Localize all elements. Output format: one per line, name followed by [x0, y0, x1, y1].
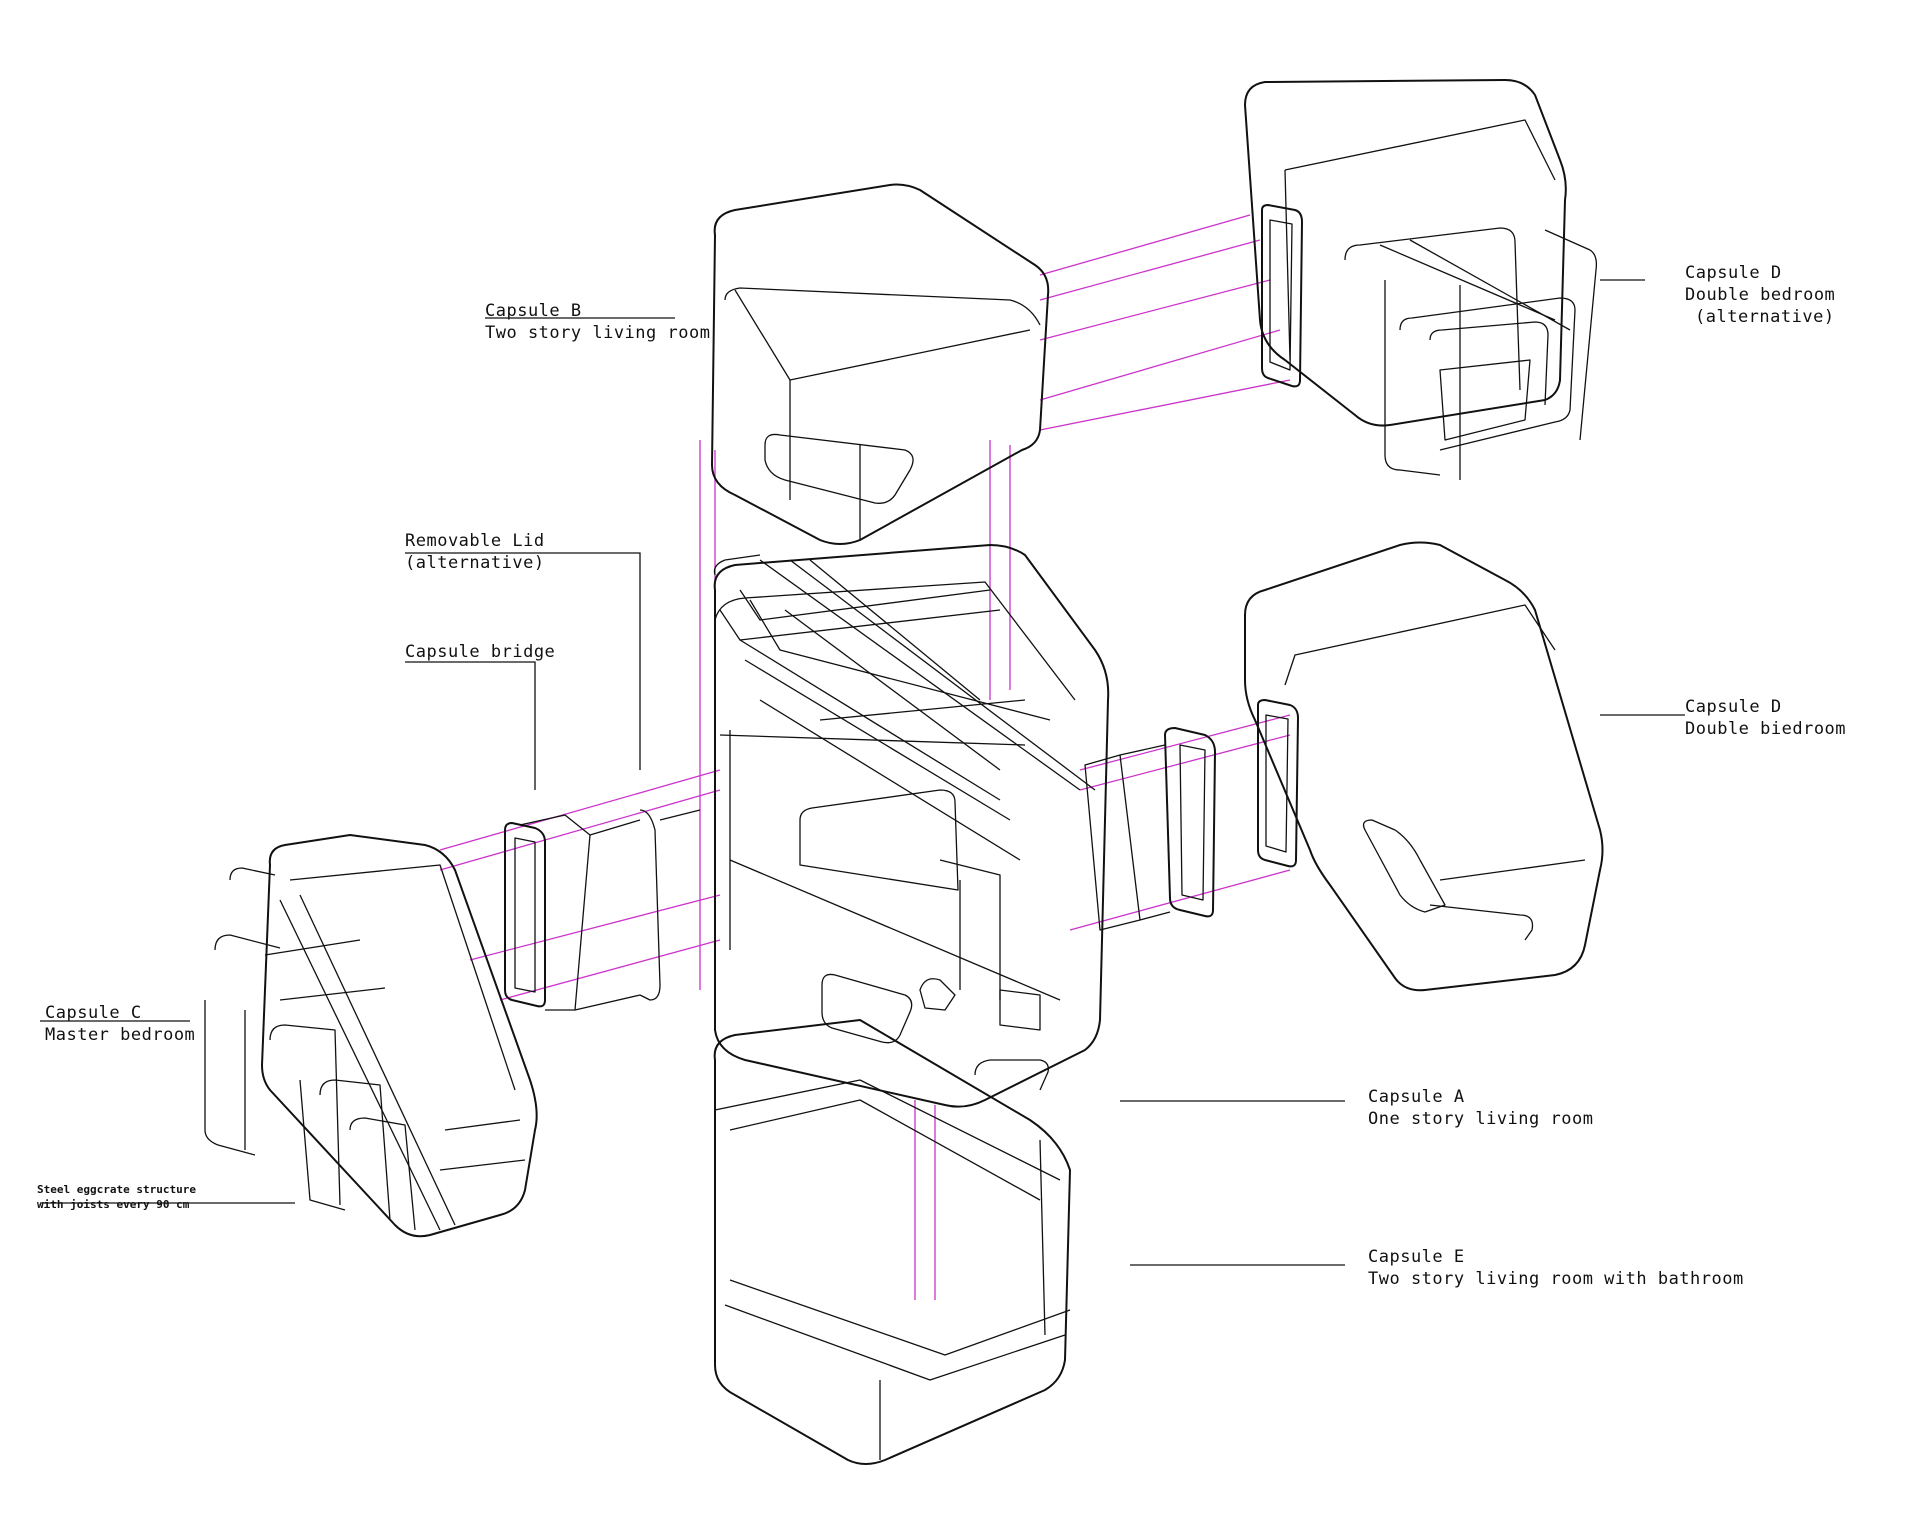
label-desc: Double biedroom [1685, 719, 1847, 739]
label-desc: Two story living room [485, 323, 711, 343]
label-desc: One story living room [1368, 1109, 1594, 1129]
label-capsule-bridge: Capsule bridge [405, 641, 555, 663]
label-removable-lid: Removable Lid(alternative) [405, 530, 545, 574]
capsule-bridge-shape [504, 809, 701, 1011]
label-title: Capsule D [1685, 697, 1782, 717]
projection-lines [439, 214, 1291, 1300]
label-note: (alternative) [405, 553, 545, 573]
label-title: Removable Lid [405, 531, 545, 551]
label-title: Capsule bridge [405, 642, 556, 662]
capsule-e-shape [713, 1019, 1071, 1465]
capsule-b-shape [711, 183, 1050, 545]
capsule-a-shape [713, 544, 1110, 1108]
label-desc: Master bedroom [45, 1025, 196, 1045]
label-desc: Two story living room with bathroom [1368, 1269, 1744, 1289]
label-steel-structure: Steel eggcrate structure with joists ever… [37, 1182, 196, 1212]
label-title: Capsule E [1368, 1247, 1465, 1267]
leader-lines [40, 279, 1685, 1266]
label-line2: with joists every 90 cm [37, 1198, 190, 1211]
capsule-c-shape [204, 834, 538, 1238]
label-title: Capsule C [45, 1003, 142, 1023]
capsule-d-alt-shape [1244, 79, 1598, 480]
label-line1: Steel eggcrate structure [37, 1183, 196, 1196]
label-title: Capsule D [1685, 263, 1782, 283]
label-title: Capsule B [485, 301, 582, 321]
removable-lid-shape [713, 554, 1096, 791]
capsule-d-shape [1084, 541, 1604, 992]
label-title: Capsule A [1368, 1087, 1465, 1107]
label-desc: Double bedroom [1685, 285, 1836, 305]
label-note: (alternative) [1695, 307, 1835, 327]
